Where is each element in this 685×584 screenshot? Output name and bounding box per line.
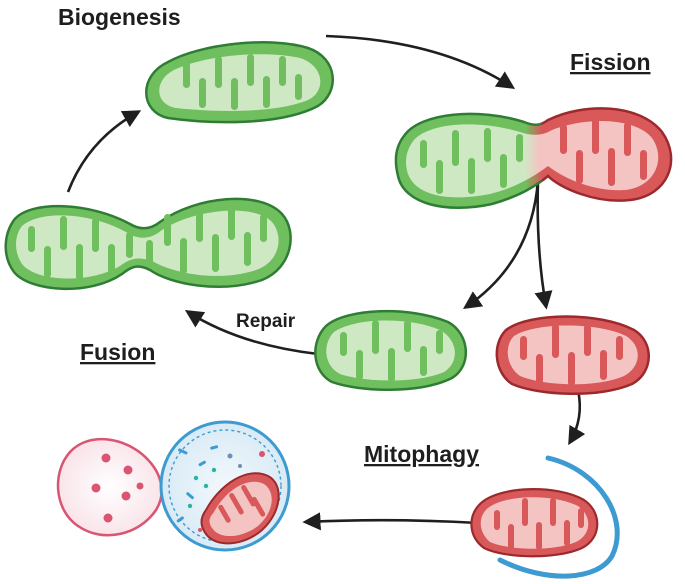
lysosome-enzymes <box>91 453 144 523</box>
arrow-damaged-to-mitophagy <box>568 389 586 446</box>
fusion-label: Fusion <box>80 339 155 365</box>
biogenesis-mitochondrion <box>145 41 334 124</box>
lysosome <box>56 437 163 537</box>
mitophagy-label: Mitophagy <box>364 441 479 467</box>
arrow-fission-to-damaged <box>534 179 553 310</box>
fission-label: Fission <box>570 49 651 75</box>
arrow-fusion-to-biogenesis <box>66 110 142 193</box>
fused-mitochondrion <box>4 197 292 290</box>
arrow-repair-to-fusion <box>184 310 319 356</box>
biogenesis-label: Biogenesis <box>58 4 181 30</box>
degradation-fragments <box>176 445 265 532</box>
arrow-mitophagy-to-lysosome <box>302 512 479 531</box>
repair-label: Repair <box>236 311 296 332</box>
phagophore-membrane <box>497 455 620 579</box>
autolysosome <box>56 420 291 552</box>
arrow-biogenesis-to-fission <box>325 34 516 89</box>
damaged-daughter-mitochondrion <box>495 315 650 395</box>
phagophore-engulfment <box>470 455 620 579</box>
degrading-mitochondrion <box>200 472 280 545</box>
healthy-daughter-mitochondrion <box>314 309 468 391</box>
cycle-arrows <box>66 34 586 531</box>
fission-mitochondrion <box>394 107 673 210</box>
arrow-fission-to-healthy <box>462 179 540 310</box>
